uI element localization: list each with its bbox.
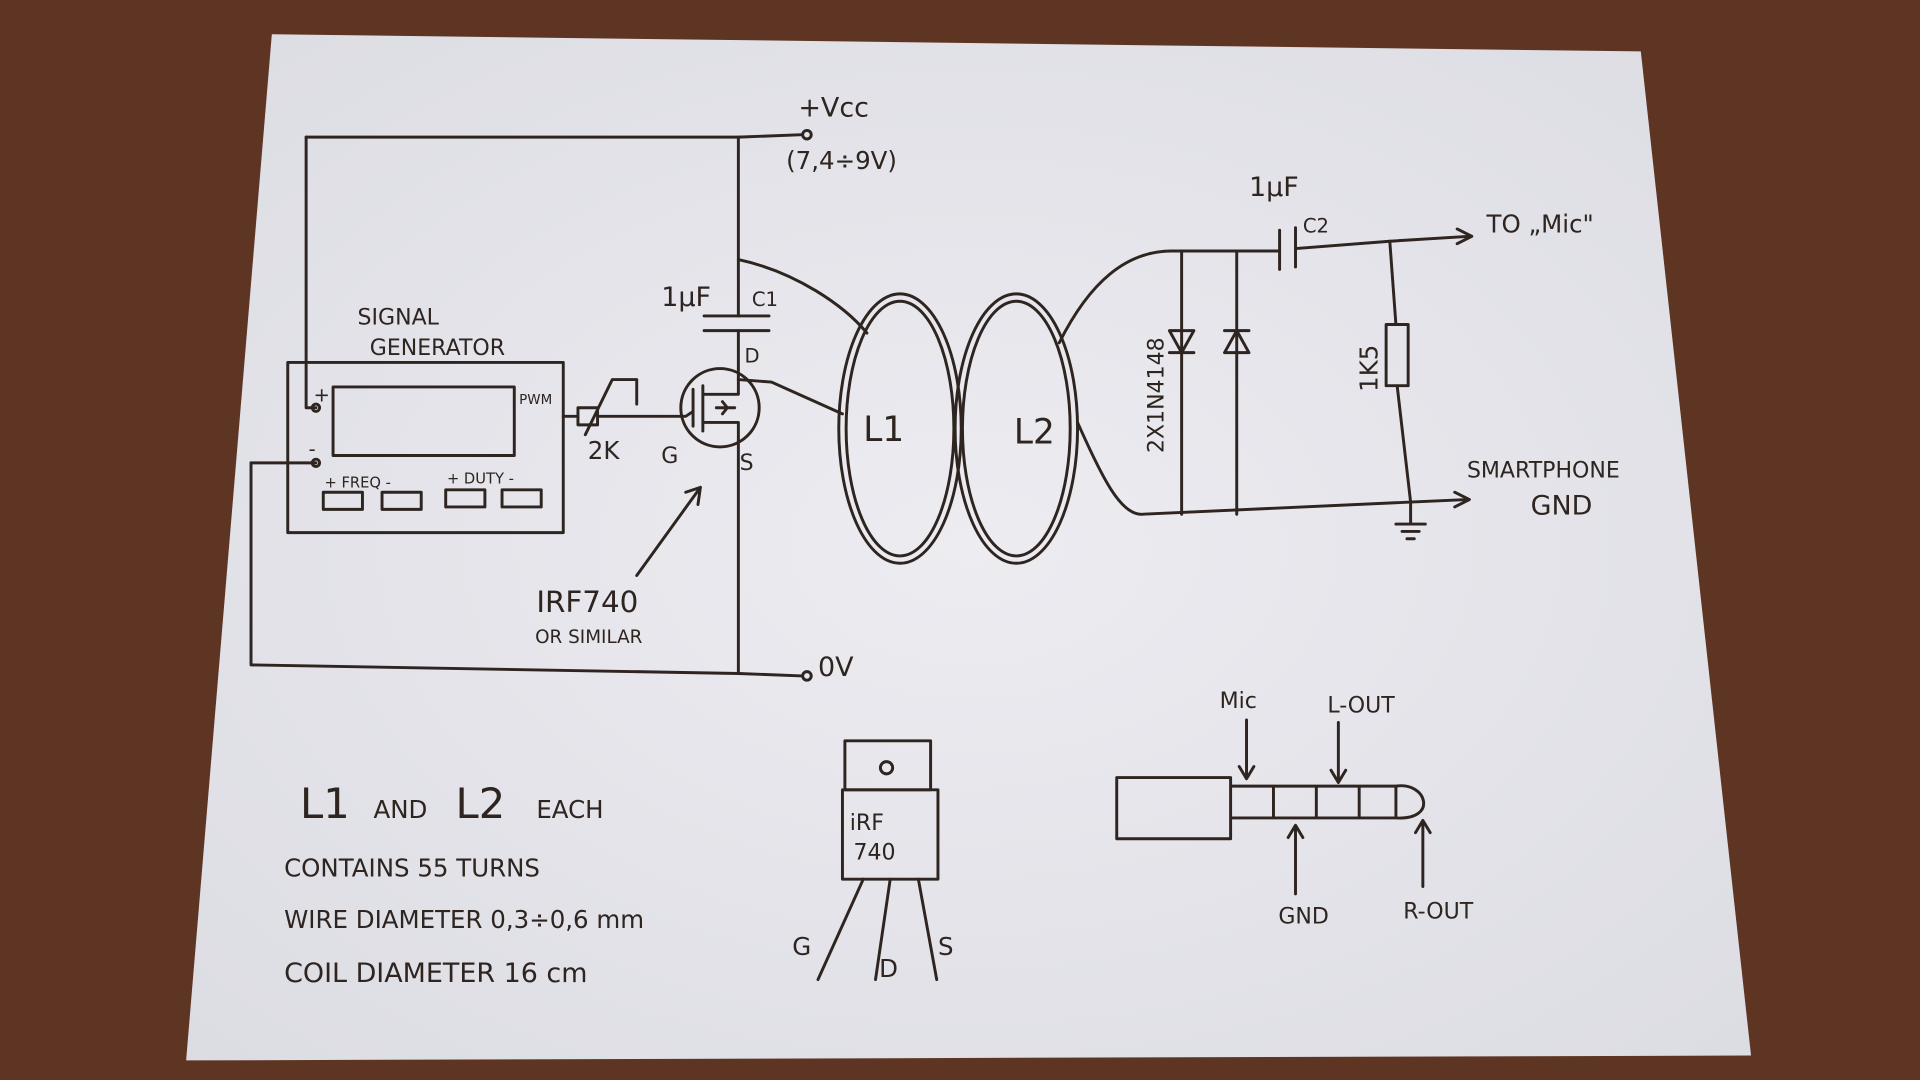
wire-l2-top — [1057, 249, 1282, 345]
note-coil: COIL DIAMETER 16 cm — [284, 958, 587, 989]
note-l2: L2 — [456, 779, 506, 828]
generator-title-1: SIGNAL — [358, 305, 440, 330]
package-pin-g: G — [792, 932, 811, 961]
resistor-1k5 — [1384, 239, 1413, 504]
audio-jack — [1115, 776, 1426, 841]
button-freq-minus — [380, 490, 423, 511]
note-l1: L1 — [300, 779, 350, 828]
ground-terminal — [801, 670, 813, 682]
c1-value: 1µF — [661, 282, 711, 313]
gate-label: G — [661, 444, 678, 469]
pot-label: 2K — [588, 436, 621, 465]
generator-title-2: GENERATOR — [370, 336, 505, 361]
coil-l2 — [953, 292, 1080, 565]
package-hole — [878, 760, 895, 776]
signal-generator-box — [286, 360, 565, 535]
mosfet-internals — [691, 378, 740, 443]
button-duty-minus — [500, 488, 543, 509]
button-freq-plus — [321, 490, 364, 511]
l2-label: L2 — [1014, 412, 1055, 452]
diode-1 — [1167, 249, 1196, 516]
generator-screen — [331, 385, 516, 457]
package-pin-d: D — [879, 954, 898, 983]
resistor-label: 1K5 — [1355, 345, 1384, 392]
package-legs — [816, 877, 939, 982]
l1-label: L1 — [863, 410, 904, 450]
jack-gnd-label: GND — [1278, 904, 1329, 929]
note-each: EACH — [536, 795, 603, 824]
note-wire: WIRE DIAMETER 0,3÷0,6 mm — [284, 905, 644, 934]
source-label: S — [740, 451, 754, 476]
potentiometer — [561, 378, 695, 437]
freq-label: + FREQ - — [324, 474, 390, 491]
c1-plates — [702, 314, 771, 333]
vcc-terminal — [801, 128, 813, 141]
jack-lout-label: L-OUT — [1327, 694, 1395, 719]
schematic — [249, 128, 1474, 982]
package-text-1: iRF — [850, 811, 884, 836]
jack-rout-label: R-OUT — [1403, 899, 1473, 924]
ground-symbol — [1394, 500, 1427, 541]
wire-to-l1-top — [736, 258, 869, 335]
c1-name: C1 — [752, 288, 778, 311]
note-and: AND — [373, 795, 427, 824]
pwm-label: PWM — [519, 393, 552, 408]
to-mic-label: TO „Mic" — [1486, 210, 1594, 239]
irf740-label: IRF740 — [536, 585, 638, 619]
mosfet-symbol — [679, 367, 761, 449]
jack-mic-label: Mic — [1220, 689, 1257, 714]
diodes-label: 2X1N4148 — [1144, 337, 1169, 453]
duty-label: + DUTY - — [447, 471, 514, 488]
wire-l2-bottom — [1076, 420, 1469, 516]
irf-arrow — [635, 485, 702, 577]
package-text-2: 740 — [853, 841, 895, 866]
smartphone-label: SMARTPHONE — [1467, 459, 1620, 484]
vcc-label: +Vcc — [798, 92, 869, 123]
note-turns: CONTAINS 55 TURNS — [284, 854, 540, 883]
or-similar-label: OR SIMILAR — [535, 627, 643, 648]
wire-ground — [249, 461, 804, 678]
zero-volt-label: 0V — [818, 652, 854, 683]
button-duty-plus — [444, 488, 487, 509]
package-pin-s: S — [938, 932, 954, 961]
drain-label: D — [744, 344, 759, 367]
vcc-range: (7,4÷9V) — [786, 146, 897, 175]
plus-terminal-label: + — [313, 384, 329, 407]
diode-2 — [1223, 249, 1251, 516]
minus-terminal-label: - — [309, 438, 316, 461]
gnd-label: GND — [1531, 490, 1593, 521]
jack-arrows — [1237, 718, 1432, 896]
c2-name: C2 — [1303, 215, 1329, 238]
c2-value: 1µF — [1249, 172, 1299, 203]
output-arrow-gnd — [1453, 490, 1471, 509]
